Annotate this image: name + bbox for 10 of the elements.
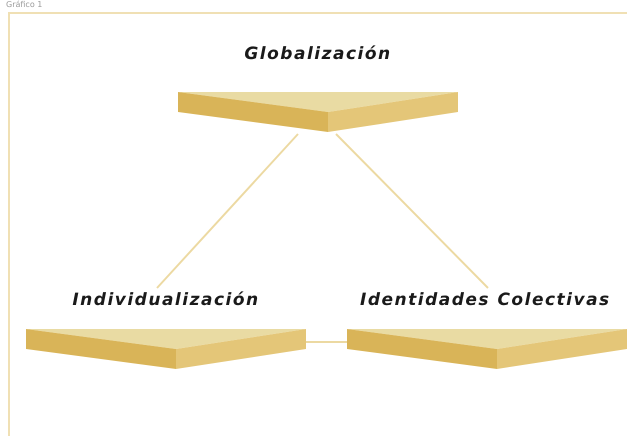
connector-line bbox=[156, 133, 299, 289]
connector-line bbox=[335, 133, 489, 289]
figure-label: Gráfico 1 bbox=[6, 0, 42, 9]
node-title: Individualización bbox=[71, 290, 261, 310]
prism-node bbox=[26, 290, 306, 371]
connector-line bbox=[306, 341, 347, 343]
prism-node bbox=[347, 290, 627, 371]
prism-node bbox=[178, 44, 458, 134]
node-title: Identidades Colectivas bbox=[360, 290, 612, 310]
node-title: Globalización bbox=[243, 44, 393, 64]
